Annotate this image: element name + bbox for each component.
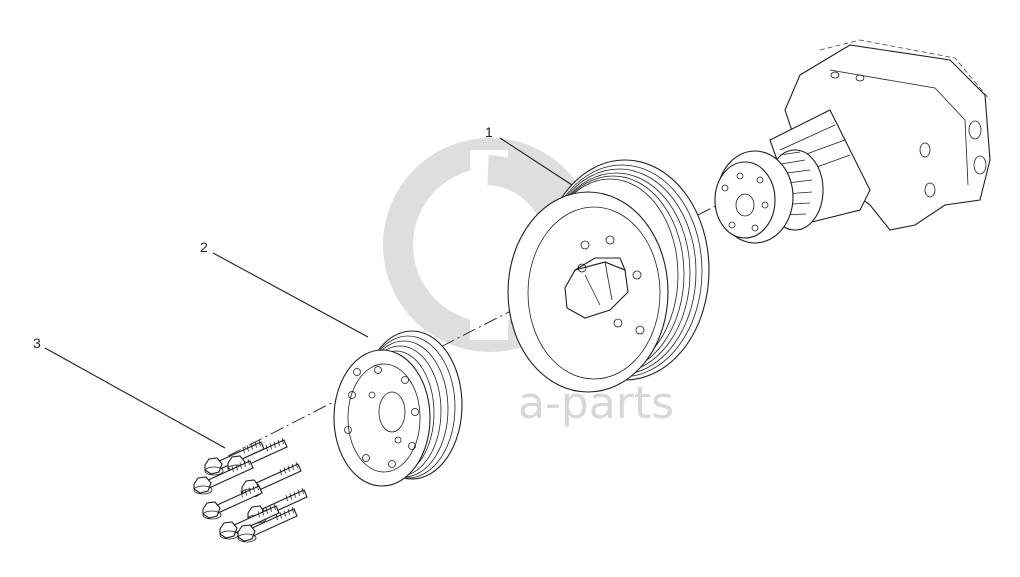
bolt [237,506,298,543]
part-3-bolts [193,437,308,543]
callout-1-label: 1 [485,124,493,140]
part-2-small-pulley [333,330,463,487]
callout-2-leader [212,252,369,338]
part-1-large-pulley [507,159,710,393]
callout-2-label: 2 [200,239,208,255]
bolt [202,483,263,520]
bolt [219,503,280,540]
callout-3-label: 3 [33,335,41,351]
bolt [193,458,254,495]
callout-1-leader [499,137,573,186]
callout-3-leader [44,347,226,449]
crankshaft-assembly [714,39,991,244]
